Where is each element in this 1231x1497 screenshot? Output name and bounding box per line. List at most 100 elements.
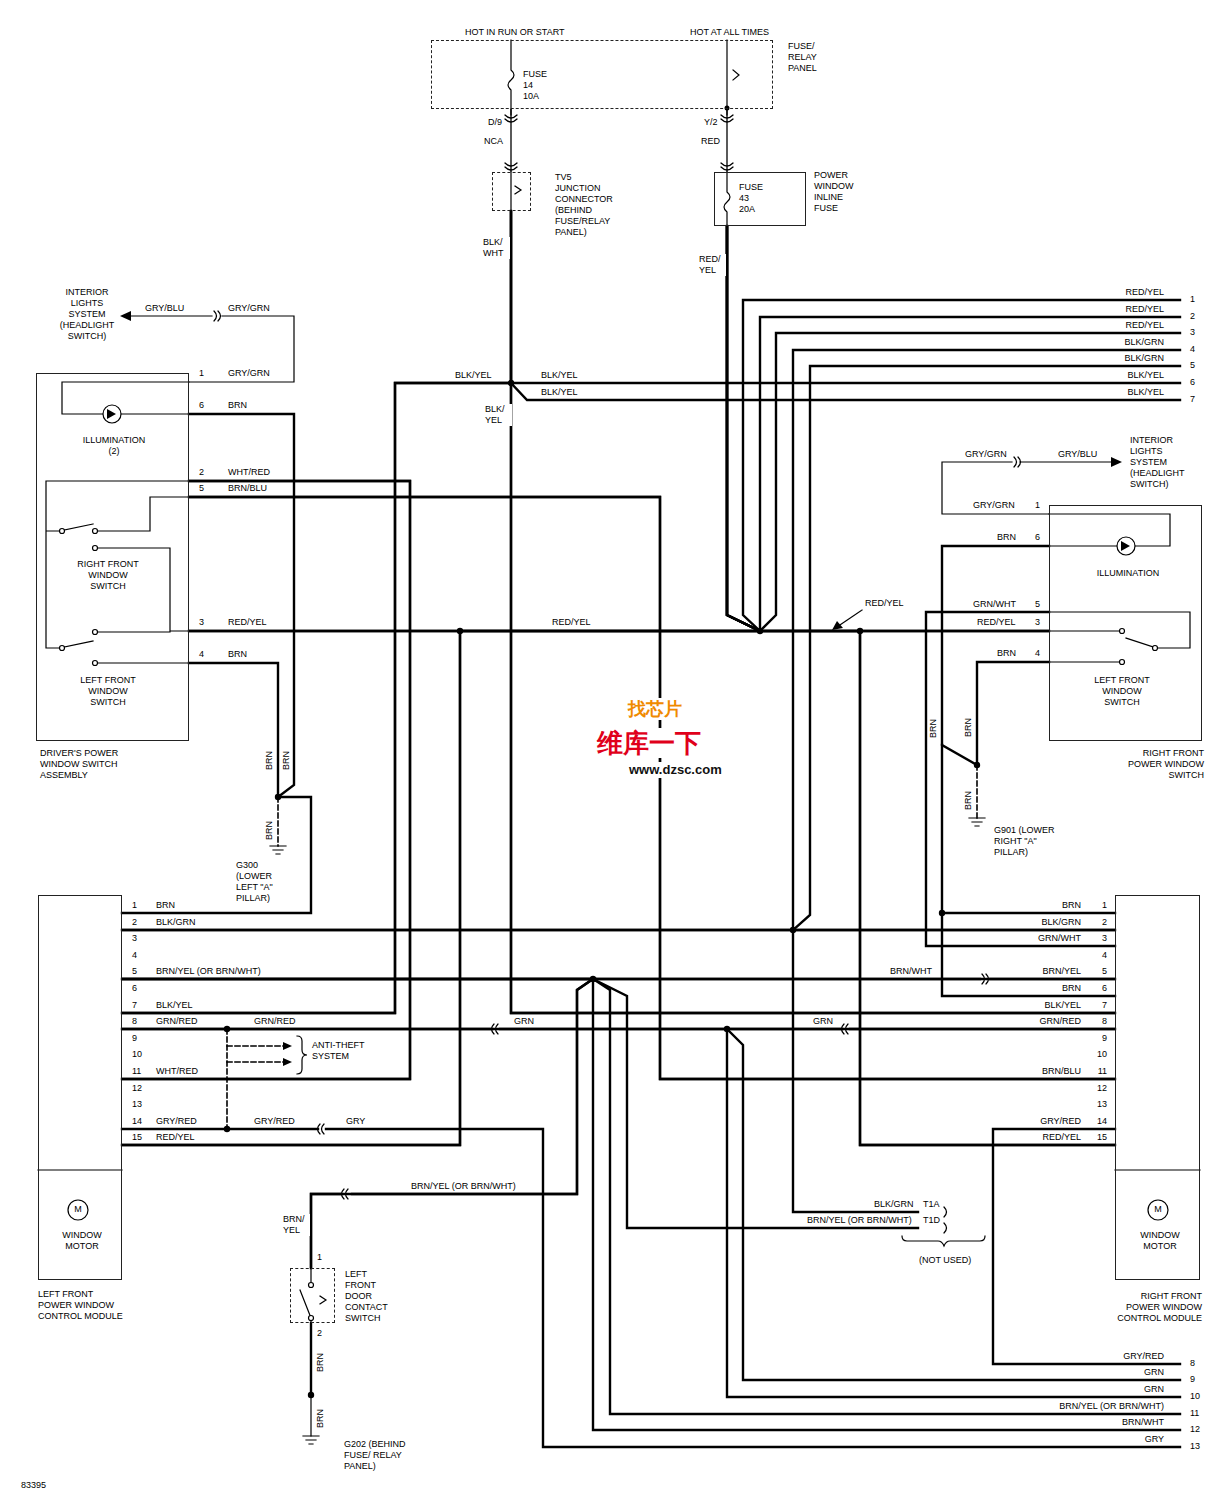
thin-wire [310, 1395, 311, 1436]
pin-number: 2 [198, 467, 205, 478]
wire-label: GRN/RED [155, 1016, 199, 1027]
wire [122, 797, 311, 913]
wire-label: GRN [1143, 1367, 1165, 1378]
pin-number: 12 [1189, 1424, 1201, 1435]
node-text: RIGHT FRONT POWER WINDOW CONTROL MODULE [1113, 1291, 1203, 1324]
wire-connector [122, 211, 511, 1013]
pin-number: 9 [131, 1033, 138, 1044]
splice-dot [308, 1392, 314, 1398]
wire-label: RED/YEL [155, 1132, 196, 1143]
wire-label: GRY/GRN [964, 449, 1008, 460]
dashed-wire [277, 797, 279, 846]
inline-fuse: FUSE 43 20APOWER WINDOW INLINE FUSE [714, 172, 806, 226]
wire-label: RED/YEL [1124, 287, 1165, 298]
wire-connector [189, 497, 1115, 1079]
wire-label: BRN [315, 1351, 326, 1372]
wire [760, 317, 1180, 631]
component-symbol [93, 661, 98, 666]
wire [942, 546, 1049, 765]
wire [727, 1029, 1180, 1380]
dashed-wire [227, 1046, 284, 1062]
pin-number: 12 [1096, 1083, 1108, 1094]
component-symbol [93, 630, 98, 635]
component-symbol [60, 405, 1169, 1321]
pin-number: 2 [1101, 917, 1108, 928]
pin-number: 83395 [20, 1480, 47, 1491]
wire [793, 366, 1180, 930]
wire-label: RED/YEL [1124, 320, 1165, 331]
wire-label: BRN [996, 532, 1017, 543]
wire-connector [122, 929, 1115, 931]
node-text: DRIVER'S POWER WINDOW SWITCH ASSEMBLY [39, 748, 131, 781]
pin-number: 9 [1101, 1033, 1108, 1044]
thin-wire [733, 70, 739, 80]
pin-number: 7 [131, 1000, 138, 1011]
thin-wire [511, 172, 521, 211]
thin-wire [98, 497, 189, 531]
wire-label: BLK/YEL [1126, 370, 1165, 381]
thin-wire [505, 163, 733, 170]
arrowhead [120, 311, 131, 321]
pin-number: 4 [1189, 344, 1196, 355]
wire-label: BRN [264, 749, 275, 770]
wire-label: BLK/YEL [454, 370, 493, 381]
component-symbol [309, 1283, 314, 1288]
wire-label: RED/YEL [227, 617, 268, 628]
thin-wire [46, 481, 189, 648]
wire-label: BLK/YEL [1126, 387, 1165, 398]
thin-wire [38, 1169, 1200, 1170]
thin-wire [214, 311, 221, 321]
wire-label: BRN/ YEL [282, 1214, 310, 1236]
splice-dot [224, 1126, 230, 1132]
wire [122, 211, 1180, 1447]
wire-label: BRN [281, 749, 292, 770]
wire-label: T1A [922, 1199, 941, 1210]
wire-label: M [1153, 1204, 1163, 1215]
node-text: LEFT FRONT WINDOW SWITCH [72, 675, 144, 708]
wire-connector [510, 109, 511, 172]
thin-wire [62, 382, 189, 414]
pin-number: 5 [1189, 360, 1196, 371]
node-text: WINDOW MOTOR [1124, 1230, 1196, 1252]
pin-number: 5 [1101, 966, 1108, 977]
wire-label: RED/YEL [1124, 304, 1165, 315]
wire-label: D/9 [487, 117, 503, 128]
wire-label: www.dzsc.com [628, 762, 723, 778]
thin-wire [130, 315, 212, 316]
junction-connector: TV5 JUNCTION CONNECTOR (BEHIND FUSE/RELA… [492, 172, 531, 211]
pin-number: 6 [1034, 532, 1041, 543]
pin-number: 1 [1189, 294, 1196, 305]
wire-label: NCA [483, 136, 504, 147]
pin-number: 12 [131, 1083, 143, 1094]
pin-number: 8 [1101, 1016, 1108, 1027]
wire-connector [511, 211, 1115, 1013]
node-text: HOT AT ALL TIMES [689, 27, 770, 38]
wire-label: RED/YEL [976, 617, 1017, 628]
thin-wire [1049, 631, 1119, 662]
pin-number: 1 [1101, 900, 1108, 911]
wire [511, 211, 1115, 1013]
wire-label: ANTI-THEFT SYSTEM [311, 1040, 371, 1062]
wire-label: GRN/WHT [972, 599, 1017, 610]
wire-label: 维库一下 [596, 728, 702, 758]
wire-label: BRN [963, 716, 974, 737]
pin-number: 3 [1101, 933, 1108, 944]
wire-label: M [73, 1204, 83, 1215]
component-symbol [93, 546, 98, 551]
splice-dot [275, 794, 281, 800]
wire-label: BRN/YEL (OR BRN/WHT) [410, 1181, 517, 1192]
wire-label: BRN/BLU [1041, 1066, 1082, 1077]
wire-label: BRN/BLU [227, 483, 268, 494]
wire [593, 979, 1180, 1414]
wire [593, 979, 1180, 1430]
wire [122, 481, 410, 1079]
pin-number: 10 [1096, 1049, 1108, 1060]
wire-label: T1D [922, 1215, 941, 1226]
wire-label: BRN [1061, 983, 1082, 994]
node-text: HOT IN RUN OR START [464, 27, 566, 38]
thin-wire [726, 40, 727, 115]
component-symbol [1117, 537, 1135, 555]
wire [942, 912, 1115, 914]
wire-label: BRN [227, 400, 248, 411]
pin-number: 1 [316, 1252, 323, 1263]
